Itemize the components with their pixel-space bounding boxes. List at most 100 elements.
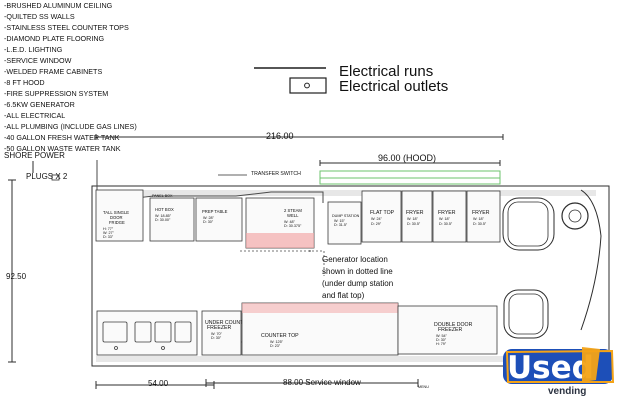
double-door-freezer [397, 305, 498, 355]
logo-accent-shape [582, 347, 600, 382]
generator-feed-line [168, 191, 324, 203]
sink-counter [96, 310, 198, 356]
hood-outline [319, 170, 501, 185]
sink-basin [102, 321, 128, 343]
specifications-list: -BRUSHED ALUMINUM CEILING -QUILTED SS WA… [4, 1, 137, 153]
fryer-3-spec: W: 18" [473, 217, 485, 221]
under-counter-freezer [201, 310, 242, 356]
generator-outline-dotted [240, 250, 325, 276]
freezer-spec: W: 70" [211, 332, 223, 336]
fridge-label: DOOR [110, 215, 123, 220]
double-door-freezer-spec: D: 30" [436, 338, 447, 342]
flat-top-label: FLAT TOP [370, 210, 395, 216]
spec-item: -DIAMOND PLATE FLOORING [4, 34, 105, 43]
plug-icon [51, 174, 60, 181]
fridge-label: TALL SINGLE [103, 210, 129, 215]
steam-well-spec: W: 48" [284, 220, 296, 224]
fryer-1-label: FRYER [406, 210, 424, 216]
equipment: TALL SINGLE DOOR FRIDGE H: 77" W: 27" D:… [95, 189, 501, 356]
dump-station [327, 201, 362, 245]
logo-tagline: vending [548, 386, 586, 397]
prep-table-spec: D: 30" [203, 220, 214, 224]
steering-wheel-icon [561, 202, 589, 230]
spec-item: -L.E.D. LIGHTING [4, 45, 63, 54]
lower-wall-band [96, 356, 596, 362]
spec-item: -FIRE SUPPRESSION SYSTEM [4, 89, 108, 98]
menu-label: MENU [418, 385, 429, 389]
sink-basin [174, 321, 192, 343]
fridge-label: FRIDGE [109, 220, 125, 225]
spec-item: -STAINLESS STEEL COUNTER TOPS [4, 23, 129, 32]
double-door-freezer-label: DOUBLE DOOR [434, 322, 473, 328]
service-window-label: 88.00 Service window [283, 378, 361, 387]
dump-station-label: DUMP STATION [332, 214, 360, 218]
flat-top-spec: W: 24" [371, 217, 383, 221]
fryer-2 [432, 190, 467, 243]
prep-table [195, 197, 243, 242]
fryer-1-spec: W: 18" [407, 217, 419, 221]
generator-note: Generator location shown in dotted line … [322, 255, 393, 300]
logo-border [505, 349, 615, 383]
counter-top-spec: W: 125" [270, 340, 284, 344]
upper-wall-band [96, 190, 596, 196]
fryer-3 [466, 190, 501, 243]
prep-table-spec: W: 28" [203, 216, 215, 220]
hot-box [149, 197, 195, 242]
fridge-spec: H: 77" [103, 227, 114, 231]
hot-box-spec: W: 18.85" [155, 214, 172, 218]
fryer-1 [401, 190, 433, 243]
driver-seat [502, 197, 555, 251]
counter-width-label: 54.00 [148, 379, 169, 388]
used-vending-logo: Used vending [503, 347, 615, 397]
sink-basin [134, 321, 152, 343]
legend: Electrical runs Electrical outlets [254, 63, 448, 95]
fryer-2-spec: D: 30.5" [439, 222, 453, 226]
fridge-spec: D: 33" [103, 235, 114, 239]
windshield-curve [580, 189, 602, 331]
generator-note-line: (under dump station [322, 279, 393, 288]
logo-brand-text: Used [507, 350, 594, 386]
hot-box-label: HOT BOX [155, 207, 174, 212]
legend-electrical-runs: Electrical runs [339, 63, 433, 80]
dimensions: 216.00 96.00 (HOOD) 92.50 54.00 88.00 Se… [6, 131, 504, 389]
freezer-label: FREEZER [207, 325, 231, 331]
driver-seat-cushion [507, 201, 549, 247]
fridge-spec: W: 27" [103, 231, 115, 235]
fryer-3-label: FRYER [472, 210, 490, 216]
power-labels: SHORE POWER PLUGS X 2 [4, 151, 68, 181]
sink-basin [154, 321, 172, 343]
generator-note-line: and flat top) [322, 291, 365, 300]
flat-top-spec: D: 29" [371, 222, 382, 226]
spec-item: -6.5KW GENERATOR [4, 100, 75, 109]
outlet-icon [304, 82, 310, 89]
panel-box-label: PANEL BOX [152, 194, 173, 198]
steam-well-label: WELL [287, 213, 299, 218]
spec-item: -ALL PLUMBING (INCLUDE GAS LINES) [4, 122, 137, 131]
spec-item: -ALL ELECTRICAL [4, 111, 65, 120]
cab-area [502, 189, 602, 339]
dump-station-spec: D: 31.5" [334, 223, 348, 227]
spec-item: -QUILTED SS WALLS [4, 12, 75, 21]
legend-electrical-outlets: Electrical outlets [339, 78, 448, 95]
double-door-freezer-spec: W: 54" [436, 334, 448, 338]
panel-wall-highlight [246, 233, 314, 248]
steering-wheel-hub [568, 209, 582, 223]
transfer-switch-label: TRANSFER SWITCH [251, 171, 301, 177]
hood-length-label: 96.00 (HOOD) [378, 153, 436, 163]
double-door-freezer-label: FREEZER [438, 327, 462, 333]
electrical-outlet-legend-box [289, 77, 327, 94]
freezer-label: UNDER COUNTER [205, 320, 251, 326]
outlet-icon [114, 346, 118, 350]
passenger-seat [503, 289, 549, 339]
tall-single-door-fridge [95, 189, 144, 242]
panel-wall-highlight [242, 303, 398, 313]
spec-item: -8 FT HOOD [4, 78, 45, 87]
spec-item: -50 GALLON WASTE WATER TANK [4, 144, 121, 153]
generator-note-line: Generator location [322, 255, 388, 264]
overall-length-label: 216.00 [266, 131, 294, 141]
shore-power-label: SHORE POWER [4, 151, 65, 160]
steam-well-spec: D: 30.375" [284, 224, 302, 228]
height-label: 92.50 [6, 272, 27, 281]
spec-item: -40 GALLON FRESH WATER TANK [4, 133, 120, 142]
